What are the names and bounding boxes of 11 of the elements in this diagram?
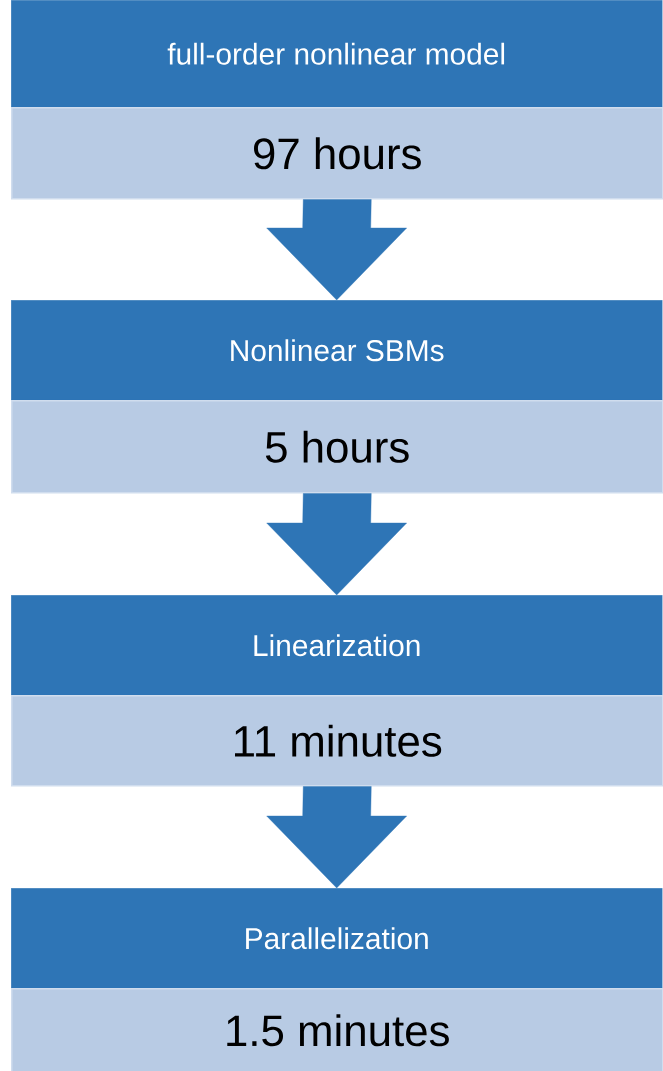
stage-header-box: full-order nonlinear model <box>11 0 663 108</box>
stage-header-box: Linearization <box>11 595 663 696</box>
block-arrow <box>266 199 407 301</box>
block-arrow <box>266 493 407 596</box>
duration-box: 5 hours <box>11 400 663 494</box>
duration-box: 1.5 minutes <box>11 988 663 1071</box>
block-arrow <box>266 786 407 889</box>
stage-header-box: Nonlinear SBMs <box>11 300 663 401</box>
stage-header-box: Parallelization <box>11 888 663 989</box>
duration-box: 97 hours <box>11 107 663 200</box>
duration-box: 11 minutes <box>11 695 663 787</box>
